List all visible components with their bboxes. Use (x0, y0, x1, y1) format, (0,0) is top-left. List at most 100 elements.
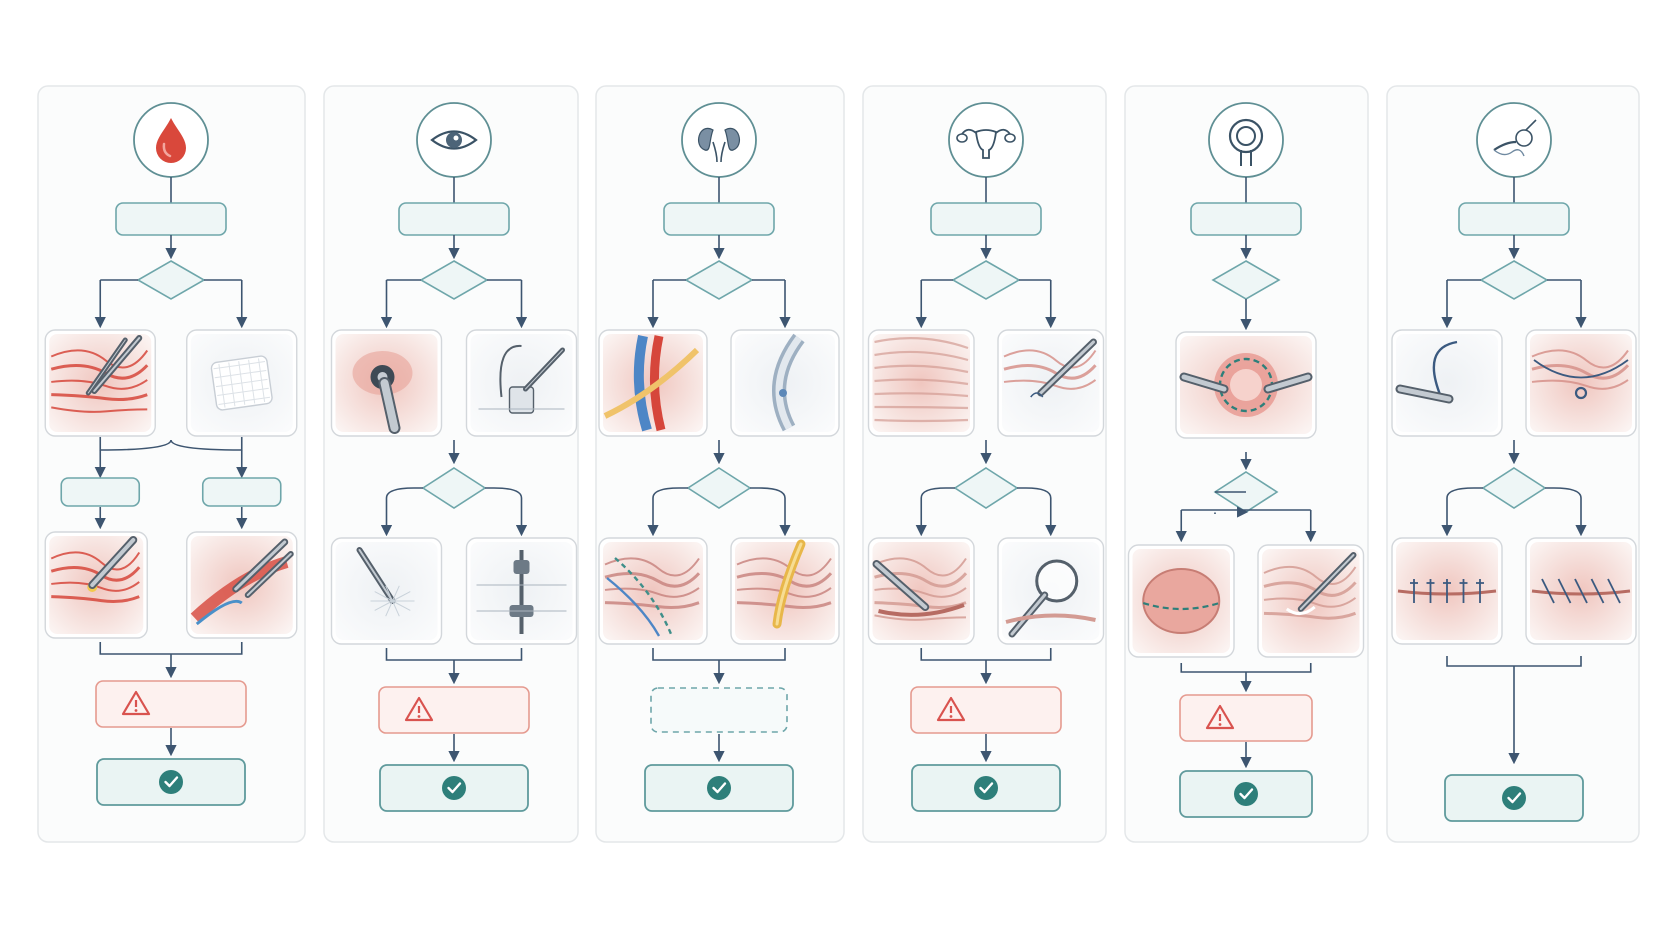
thumbnail-knot-tying[interactable] (1525, 329, 1637, 437)
thumbnail-laser-probe[interactable] (330, 537, 443, 645)
vessel-line (1263, 566, 1357, 586)
completion-node[interactable] (1179, 770, 1313, 818)
left-ovary (956, 133, 968, 143)
vessel-line (1531, 379, 1629, 390)
thumbnail-dissection-line[interactable] (598, 537, 708, 645)
pending-step-box[interactable] (650, 687, 788, 733)
thumbnail-tissue-dissection[interactable] (867, 537, 975, 645)
suture-thread (1533, 359, 1629, 379)
instrument-highlight (1397, 386, 1452, 402)
instrument-highlight (234, 540, 287, 591)
decision-diamond[interactable] (953, 467, 1019, 509)
fallopian-tubes (961, 128, 1011, 135)
vessel-line (1531, 364, 1630, 380)
check-circle-icon (974, 776, 998, 800)
suture-stitch (1476, 579, 1484, 603)
thumbnail-ureteral-stent[interactable] (730, 329, 840, 437)
warning-node[interactable] (1179, 694, 1313, 742)
completion-node[interactable] (96, 758, 246, 806)
thumbnail-vessel-forceps[interactable] (44, 329, 156, 437)
decision-diamond[interactable] (1481, 467, 1547, 509)
needle-tip (1525, 119, 1537, 131)
warning-node[interactable] (95, 680, 247, 728)
needle-shaft (1493, 140, 1517, 151)
tubing (499, 344, 522, 398)
completion-node[interactable] (379, 764, 529, 812)
thumbnail-tissue-fibers[interactable] (867, 329, 975, 437)
blue-vessel (606, 577, 661, 637)
thumbnail-circular-incision[interactable] (1127, 544, 1235, 658)
ring-outer (1228, 118, 1264, 154)
thumbnail-phaco-handpiece[interactable] (465, 329, 578, 437)
decision-diamond[interactable] (421, 467, 487, 509)
ureter (603, 347, 700, 419)
flow-connector (920, 487, 955, 499)
warning-box[interactable] (1179, 694, 1313, 742)
step-box[interactable] (115, 202, 227, 236)
step-box[interactable] (930, 202, 1042, 236)
decision-diamond[interactable] (684, 260, 754, 300)
left-kidney (697, 127, 714, 151)
thumbnail-background (470, 334, 573, 432)
instrument-highlight (525, 349, 563, 390)
completion-node[interactable] (1444, 774, 1584, 822)
tissue-fiber (874, 378, 969, 386)
step-box[interactable] (663, 202, 775, 236)
completion-node[interactable] (911, 764, 1061, 812)
warning-box[interactable] (378, 686, 530, 734)
workflow-column-3 (595, 85, 845, 843)
vessel-line (50, 349, 149, 369)
thumbnail-curved-needle[interactable] (1391, 329, 1503, 437)
check-circle-icon (159, 770, 183, 794)
completion-node[interactable] (644, 764, 794, 812)
thumbnail-scalpel-incision[interactable] (1257, 544, 1365, 658)
warning-node[interactable] (378, 686, 530, 734)
step-box[interactable] (1190, 202, 1302, 236)
instrument-highlight (874, 562, 928, 609)
warning-dot (417, 715, 421, 718)
step-box[interactable] (398, 202, 510, 236)
thumbnail-vessel-clip-applier[interactable] (186, 531, 298, 639)
thumbnail-ring-retraction[interactable] (1175, 331, 1317, 439)
decision-diamond[interactable] (951, 260, 1021, 300)
blue-vessel (195, 599, 243, 626)
suture-stitch (1443, 579, 1451, 603)
column-panel (37, 85, 306, 843)
decision-diamond[interactable] (686, 467, 752, 509)
thumbnail-magnifier-inspection[interactable] (997, 537, 1105, 645)
thumbnail-gauze-pad[interactable] (186, 329, 298, 437)
thumbnail-syringe-piston[interactable] (465, 537, 578, 645)
dashed-dissection-path (614, 557, 673, 635)
blood-drop-shape (156, 118, 186, 163)
decision-diamond[interactable] (136, 260, 206, 300)
warning-node[interactable] (910, 686, 1062, 734)
thumbnail-vessels-ureter[interactable] (598, 329, 708, 437)
option-box[interactable] (201, 477, 282, 507)
decision-diamond[interactable] (419, 260, 489, 300)
warning-box[interactable] (95, 680, 247, 728)
curved-needle-arc (1432, 340, 1458, 398)
vessel-line (51, 581, 140, 592)
thumbnail-interrupted-sutures[interactable] (1391, 537, 1503, 645)
vessel-line (604, 601, 700, 610)
vessel-line (51, 406, 148, 413)
warning-box[interactable] (910, 686, 1062, 734)
tissue-fiber (874, 337, 969, 350)
instrument-highlight (1039, 340, 1095, 395)
thumbnail-cautery-vessel[interactable] (44, 531, 148, 639)
option-box[interactable] (60, 477, 141, 507)
thumbnail-ocular-probe[interactable] (330, 329, 443, 437)
thumbnail-needle-driver[interactable] (997, 329, 1105, 437)
decision-diamond[interactable] (1479, 260, 1549, 300)
vessel-line (874, 614, 967, 621)
step-box[interactable] (1458, 202, 1570, 236)
check-mark (164, 776, 179, 788)
workflow-column-5 (1124, 85, 1369, 843)
warning-triangle-icon (1205, 704, 1235, 730)
thumbnail-continuous-sutures[interactable] (1525, 537, 1637, 645)
thumbnail-catheter-placement[interactable] (730, 537, 840, 645)
tissue-fiber (874, 392, 969, 398)
icon-badge (681, 102, 757, 178)
suture-stitch (1030, 392, 1044, 398)
